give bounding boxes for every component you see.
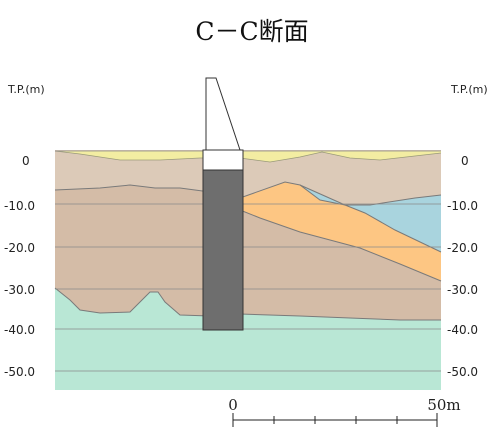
surface-fill-layer <box>55 151 441 162</box>
pier-column <box>205 77 241 151</box>
left-tick-10: -10.0 <box>4 199 35 213</box>
boundary-line-surface <box>54 150 442 163</box>
left-tick-30: -30.0 <box>4 283 35 297</box>
left-tick-20: -20.0 <box>4 241 35 255</box>
pier-cap <box>202 149 244 171</box>
upper-clay-layer <box>55 150 441 205</box>
scale-bar <box>232 413 438 427</box>
geology-layers <box>54 150 442 390</box>
blue-layer <box>300 185 441 252</box>
pier-structure <box>202 77 244 331</box>
left-tick-50: -50.0 <box>4 365 35 379</box>
right-tick-50: -50.0 <box>447 365 478 379</box>
right-tick-10: -10.0 <box>447 199 478 213</box>
boundary-line-blue-lower <box>299 184 442 253</box>
boundary-line-upper <box>54 181 442 206</box>
left-tick-0: 0 <box>22 154 30 168</box>
foundation-pile <box>202 169 244 331</box>
scale-bar-end-label: 50m <box>427 396 460 414</box>
right-tick-0: 0 <box>461 154 469 168</box>
right-elevation-axis: 0 -10.0 -20.0 -30.0 -40.0 -50.0 <box>447 154 478 379</box>
right-tick-20: -20.0 <box>447 241 478 255</box>
boundary-line-base <box>54 287 441 321</box>
unit-label-left: T.P.(m) <box>7 83 45 96</box>
scale-bar-start-label: 0 <box>228 396 238 414</box>
boundary-line-orange-lower <box>239 209 442 282</box>
section-title: C－C断面 <box>195 17 308 46</box>
left-elevation-axis: 0 -10.0 -20.0 -30.0 -40.0 -50.0 <box>4 154 35 379</box>
right-tick-40: -40.0 <box>447 323 478 337</box>
left-tick-40: -40.0 <box>4 323 35 337</box>
unit-label-right: T.P.(m) <box>450 83 488 96</box>
right-tick-30: -30.0 <box>447 283 478 297</box>
orange-sand-layer <box>240 182 441 281</box>
elevation-gridlines <box>55 150 441 372</box>
